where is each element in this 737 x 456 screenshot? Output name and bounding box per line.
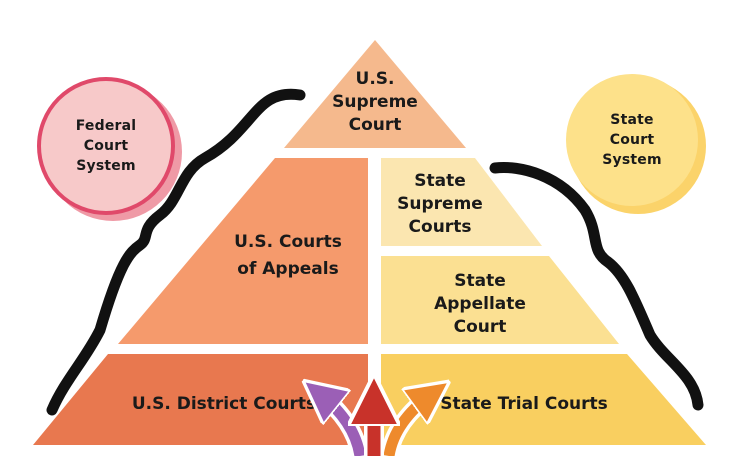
purple-arrow: [320, 394, 366, 456]
state-appellate-court-label-1: State: [454, 271, 506, 291]
state-appellate-court-label-3: Court: [454, 317, 507, 337]
orange-arrow: [383, 394, 432, 456]
us-courts-of-appeals-label-1: U.S. Courts: [234, 232, 342, 252]
federal-court-system-badge: Federal Court System: [37, 77, 182, 221]
state-badge-circle: [566, 74, 698, 206]
tier-us-district-courts: [33, 354, 368, 445]
state-brace: [489, 162, 704, 411]
state-supreme-courts-label-1: State: [414, 171, 466, 191]
state-supreme-courts-label-2: Supreme: [397, 194, 483, 214]
state-appellate-court-label-2: Appellate: [434, 294, 526, 314]
state-trial-courts-label: State Trial Courts: [440, 394, 607, 414]
us-supreme-court-label-2: Supreme: [332, 92, 418, 112]
us-district-courts-label: U.S. District Courts: [132, 394, 316, 414]
us-supreme-court-label-1: U.S.: [356, 69, 395, 89]
state-supreme-courts-label-3: Courts: [409, 217, 472, 237]
federal-badge-line-3: System: [76, 158, 136, 174]
appeal-arrows: [320, 394, 432, 456]
tier-us-courts-of-appeals: [118, 158, 368, 344]
federal-badge-circle: [37, 77, 175, 215]
tier-us-supreme-court: [284, 40, 466, 148]
state-court-system-badge: State Court System: [566, 74, 706, 214]
federal-brace: [46, 88, 306, 416]
state-badge-line-2: Court: [610, 132, 655, 148]
tier-state-appellate-court: [381, 256, 619, 344]
federal-badge-line-1: Federal: [76, 118, 137, 134]
state-badge-line-3: System: [602, 152, 662, 168]
tier-state-trial-courts: [381, 354, 706, 445]
us-courts-of-appeals-label-2: of Appeals: [237, 259, 338, 279]
us-supreme-court-label-3: Court: [349, 115, 402, 135]
state-badge-line-1: State: [610, 112, 653, 128]
federal-badge-line-2: Court: [84, 138, 129, 154]
tier-state-supreme-courts: [381, 158, 542, 246]
court-pyramid: [33, 40, 706, 445]
tier-labels: U.S. Supreme Court U.S. Courts of Appeal…: [132, 69, 608, 414]
